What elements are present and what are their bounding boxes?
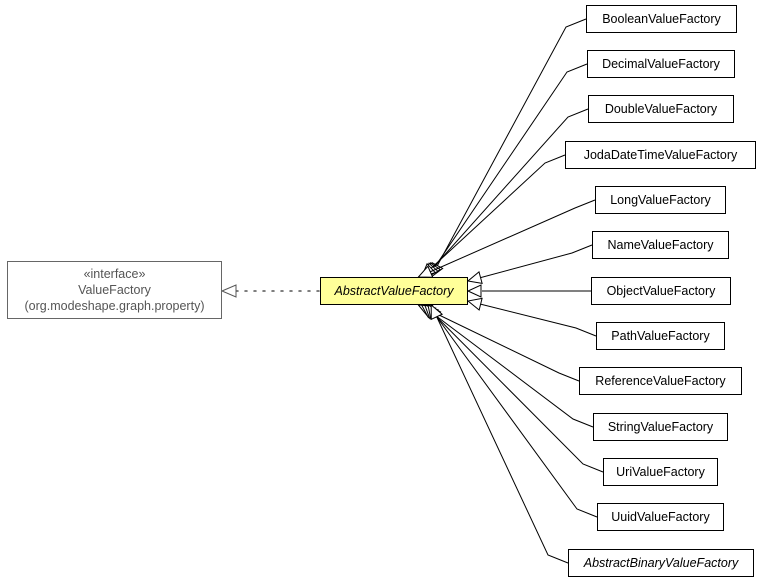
class-name: BooleanValueFactory [602, 12, 721, 26]
class-name: LongValueFactory [610, 193, 711, 207]
class-abstract-binary-value-factory-box[interactable]: AbstractBinaryValueFactory [568, 549, 754, 577]
realization-arrowhead [220, 284, 237, 298]
inheritance-line [467, 300, 597, 337]
inheritance-line [418, 304, 580, 382]
class-uri-value-factory-box[interactable]: UriValueFactory [603, 458, 718, 486]
class-name: JodaDateTimeValueFactory [583, 148, 738, 162]
class-reference-value-factory-box[interactable]: ReferenceValueFactory [579, 367, 742, 395]
class-name: ReferenceValueFactory [595, 374, 726, 388]
class-name: ObjectValueFactory [606, 284, 716, 298]
inheritance-line [427, 63, 588, 278]
class-name: UriValueFactory [616, 465, 705, 479]
inheritance-arrowhead [430, 303, 444, 321]
class-abstractvaluefactory-box[interactable]: AbstractValueFactory [320, 277, 468, 305]
inheritance-line [421, 154, 566, 278]
class-decimal-value-factory-box[interactable]: DecimalValueFactory [587, 50, 735, 78]
inheritance-edges [417, 18, 604, 564]
inheritance-line [424, 304, 604, 473]
class-name: DoubleValueFactory [604, 102, 718, 116]
class-path-value-factory-box[interactable]: PathValueFactory [596, 322, 725, 350]
inheritance-arrowhead [466, 284, 482, 298]
class-name: StringValueFactory [607, 420, 714, 434]
class-boolean-value-factory-box[interactable]: BooleanValueFactory [586, 5, 737, 33]
inheritance-line [424, 108, 589, 278]
class-joda-date-time-value-factory-box[interactable]: JodaDateTimeValueFactory [565, 141, 756, 169]
inheritance-line [421, 304, 594, 428]
class-long-value-factory-box[interactable]: LongValueFactory [595, 186, 726, 214]
inheritance-line [418, 199, 596, 278]
class-name: UuidValueFactory [611, 510, 710, 524]
class-double-value-factory-box[interactable]: DoubleValueFactory [588, 95, 734, 123]
class-abstractvaluefactory-name: AbstractValueFactory [334, 284, 454, 298]
class-object-value-factory-box[interactable]: ObjectValueFactory [591, 277, 731, 305]
inheritance-line [427, 304, 598, 518]
inheritance-arrowhead [466, 270, 483, 285]
class-string-value-factory-box[interactable]: StringValueFactory [593, 413, 728, 441]
class-name: AbstractBinaryValueFactory [583, 556, 739, 570]
interface-valuefactory-box[interactable]: «interface» ValueFactory (org.modeshape.… [7, 261, 222, 319]
inheritance-line [467, 244, 593, 282]
realization-edge [220, 284, 321, 298]
interface-stereotype: «interface» [83, 267, 146, 281]
inheritance-line [430, 304, 569, 564]
inheritance-arrowhead [466, 297, 483, 311]
interface-package: (org.modeshape.graph.property) [24, 299, 205, 313]
inheritance-line [430, 18, 587, 278]
class-uuid-value-factory-box[interactable]: UuidValueFactory [597, 503, 724, 531]
class-name-value-factory-box[interactable]: NameValueFactory [592, 231, 729, 259]
class-name: DecimalValueFactory [602, 57, 720, 71]
interface-name: ValueFactory [78, 283, 151, 297]
class-name: NameValueFactory [607, 238, 714, 252]
class-name: PathValueFactory [611, 329, 710, 343]
